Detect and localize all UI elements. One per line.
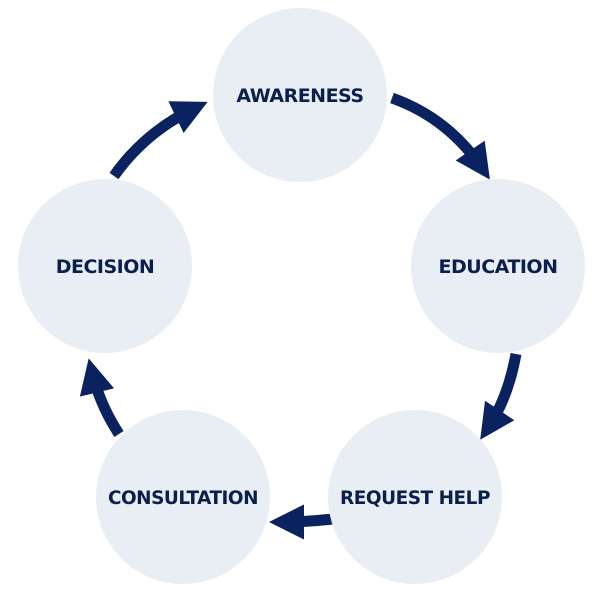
node-circle — [411, 179, 585, 353]
arrows — [79, 92, 522, 540]
node-circle — [213, 8, 387, 182]
arrow-awareness-to-education — [390, 92, 490, 180]
arrow-education-to-request-help — [480, 353, 522, 440]
node-education: EDUCATION — [411, 179, 585, 353]
node-awareness: AWARENESS — [213, 8, 387, 182]
node-request-help: REQUEST HELP — [328, 410, 502, 584]
node-circle — [328, 410, 502, 584]
node-label: EDUCATION — [439, 256, 558, 278]
node-circle — [18, 179, 192, 353]
node-consultation: CONSULTATION — [96, 410, 270, 584]
arrow-consultation-to-decision — [79, 358, 124, 438]
node-label: REQUEST HELP — [340, 487, 491, 509]
node-label: DECISION — [56, 256, 155, 278]
node-decision: DECISION — [18, 179, 192, 353]
arrow-request-help-to-consultation — [268, 504, 334, 540]
arrow-decision-to-awareness — [109, 101, 208, 180]
node-label: AWARENESS — [236, 85, 363, 107]
node-circle — [96, 410, 270, 584]
node-label: CONSULTATION — [108, 487, 258, 509]
